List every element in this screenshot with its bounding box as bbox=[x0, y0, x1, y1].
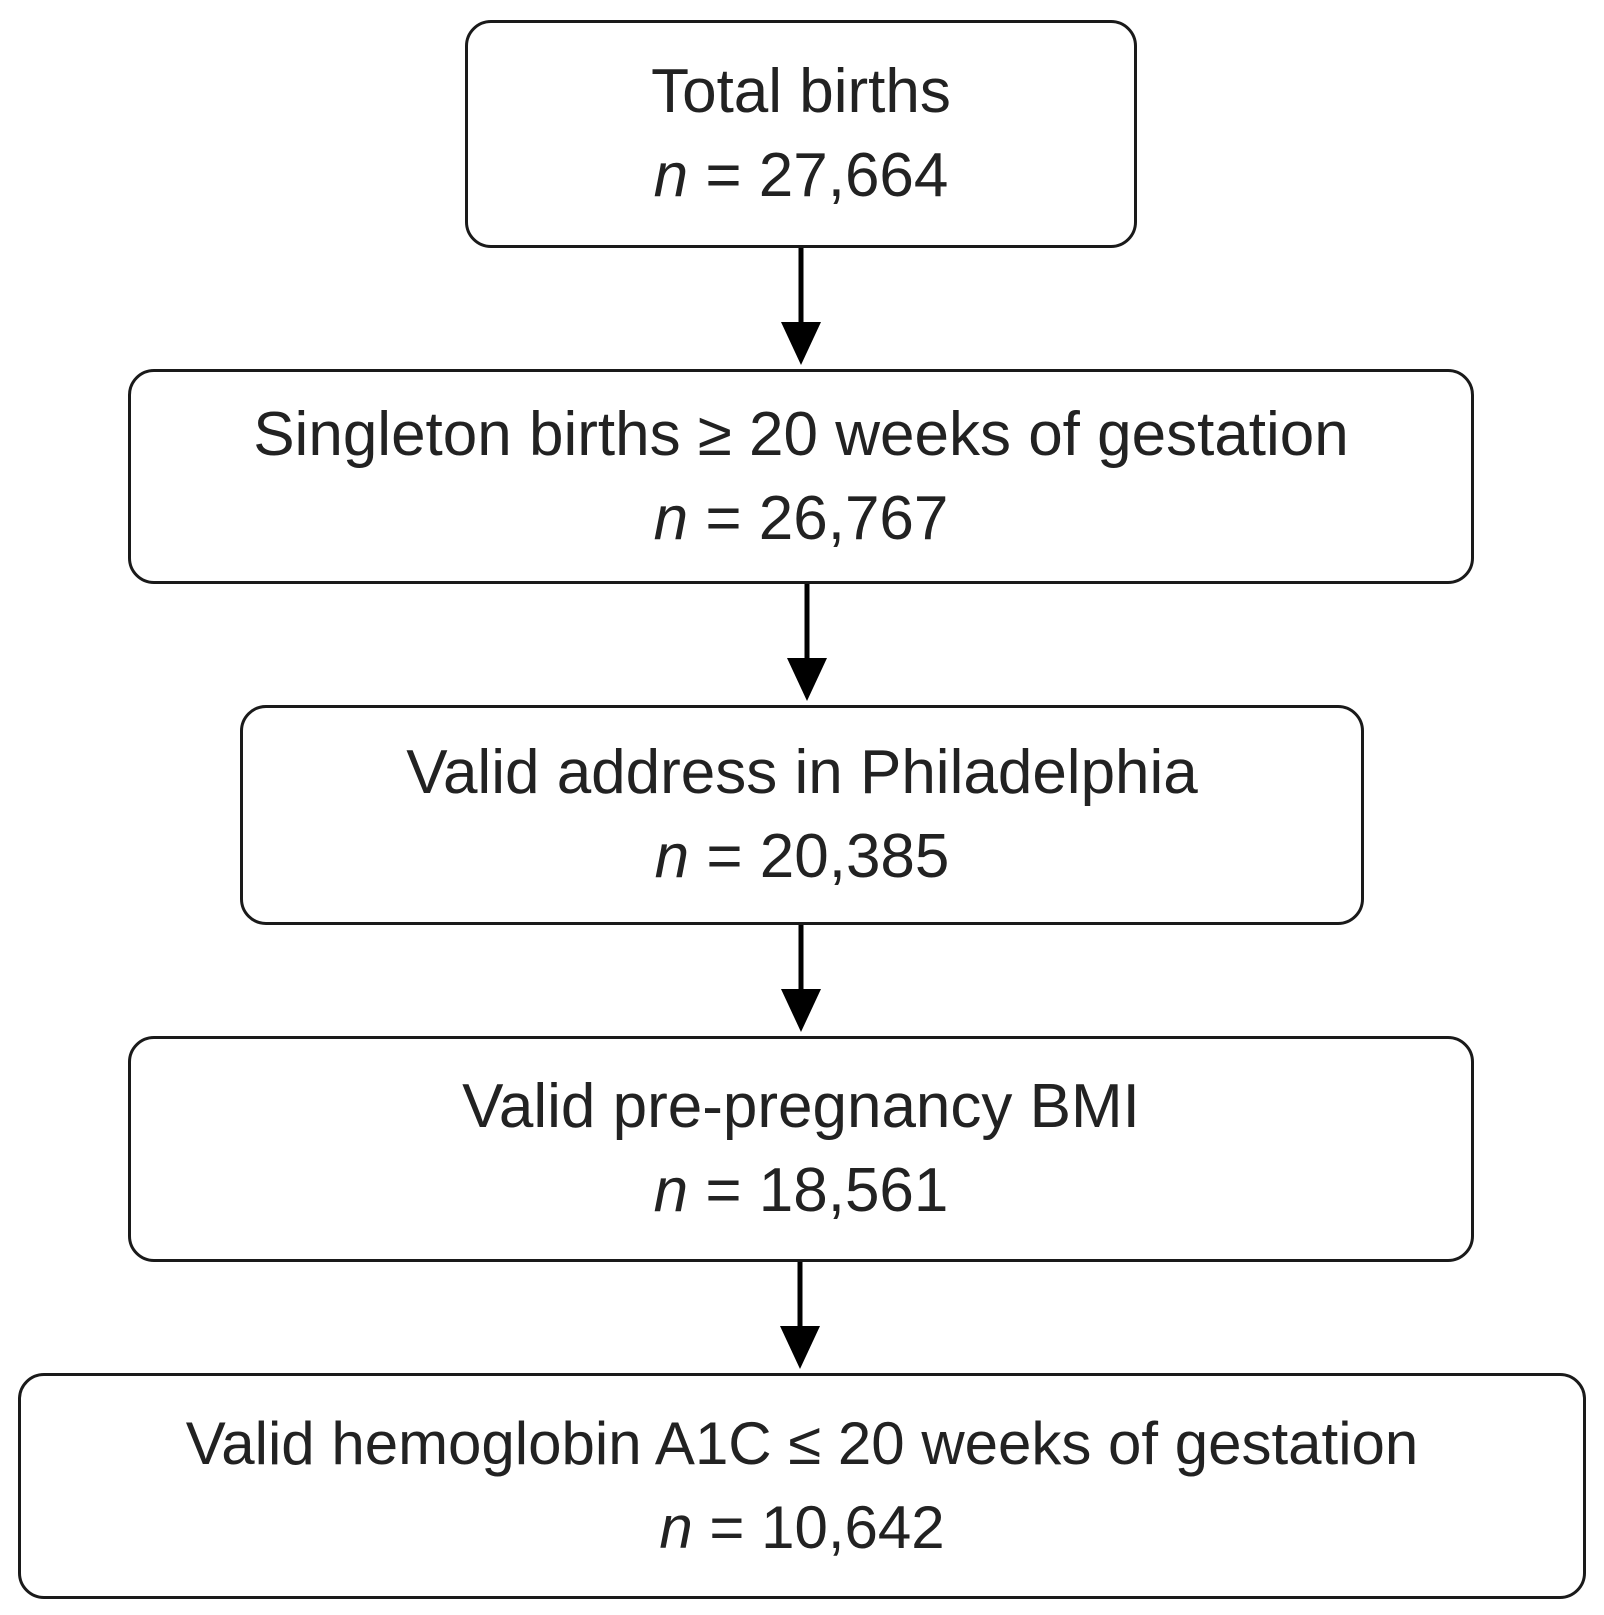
count-value: = 18,561 bbox=[688, 1156, 949, 1225]
n-symbol: n bbox=[654, 822, 690, 891]
arrow-3 bbox=[781, 925, 821, 1032]
flow-step-valid-bmi: Valid pre-pregnancy BMI n = 18,561 bbox=[128, 1036, 1474, 1262]
step-count: n = 18,561 bbox=[654, 1149, 949, 1233]
step-label: Valid pre-pregnancy BMI bbox=[462, 1072, 1140, 1141]
arrow-4 bbox=[780, 1262, 820, 1369]
flow-step-total-births: Total births n = 27,664 bbox=[465, 20, 1137, 248]
n-symbol: n bbox=[653, 141, 689, 210]
count-value: = 20,385 bbox=[689, 822, 950, 891]
n-symbol: n bbox=[659, 1494, 693, 1561]
step-count: n = 10,642 bbox=[659, 1486, 944, 1570]
step-count: n = 26,767 bbox=[654, 477, 949, 561]
n-symbol: n bbox=[653, 483, 689, 553]
step-count: n = 20,385 bbox=[655, 815, 950, 899]
arrow-1 bbox=[781, 248, 821, 365]
step-label: Total births bbox=[651, 57, 951, 126]
arrow-2 bbox=[787, 584, 827, 701]
flow-step-singleton-births: Singleton births ≥ 20 weeks of gestation… bbox=[128, 369, 1474, 584]
count-value: = 27,664 bbox=[688, 141, 949, 210]
count-value: = 26,767 bbox=[688, 483, 949, 553]
step-count: n = 27,664 bbox=[654, 134, 949, 218]
step-label: Valid hemoglobin A1C ≤ 20 weeks of gesta… bbox=[185, 1410, 1419, 1477]
step-label: Singleton births ≥ 20 weeks of gestation bbox=[253, 399, 1349, 469]
flow-step-valid-address: Valid address in Philadelphia n = 20,385 bbox=[240, 705, 1364, 925]
n-symbol: n bbox=[653, 1156, 689, 1225]
step-label: Valid address in Philadelphia bbox=[406, 738, 1198, 807]
flow-step-valid-a1c: Valid hemoglobin A1C ≤ 20 weeks of gesta… bbox=[18, 1373, 1586, 1599]
count-value: = 10,642 bbox=[692, 1494, 945, 1561]
